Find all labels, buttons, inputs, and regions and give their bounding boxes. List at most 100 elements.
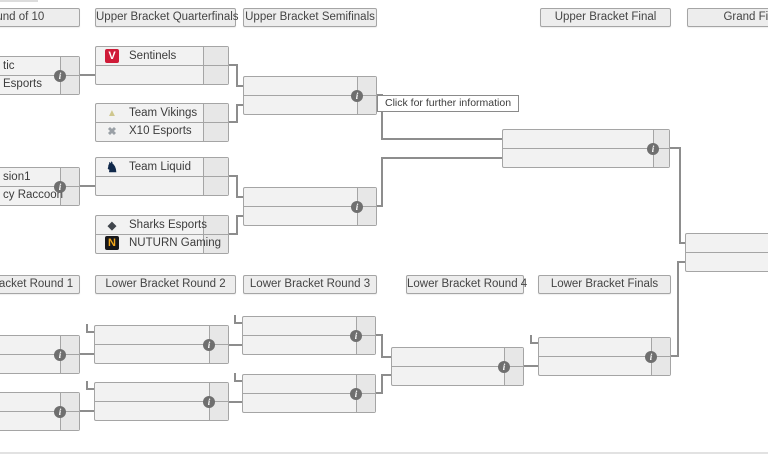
team-name[interactable]: tic — [3, 60, 15, 72]
header-upper-bracket-quarterfinals: Upper Bracket Quarterfinals — [95, 8, 239, 27]
info-icon[interactable]: i — [54, 406, 66, 418]
header-lower-bracket-round-2: Lower Bracket Round 2 — [95, 275, 236, 294]
match-lb-round1-2: i — [0, 392, 80, 431]
team-row: V Sentinels — [96, 47, 228, 65]
connector-line — [227, 233, 238, 235]
match-ub-semifinal-1: i — [243, 76, 377, 115]
match-lb-round2-2: i — [94, 382, 229, 421]
info-icon[interactable]: i — [498, 361, 510, 373]
header-lower-bracket-round-4: Lower Bracket Round 4 — [406, 275, 527, 294]
connector-line — [381, 374, 391, 376]
match-ub-quarterfinal-1: V Sentinels — [95, 46, 229, 85]
team-row: ▲ Team Vikings — [96, 104, 228, 122]
match-lb-round3-1: i — [242, 316, 376, 355]
match-ub-final: i — [502, 129, 670, 168]
info-icon[interactable]: i — [647, 143, 659, 155]
match-row-divider — [686, 252, 768, 253]
connector-line — [677, 261, 685, 263]
match-row-divider — [96, 65, 228, 66]
connector-line — [234, 315, 236, 324]
section-divider — [0, 452, 768, 454]
team-row: tic — [0, 57, 79, 75]
match-lb-finals: i — [538, 337, 671, 376]
match-row-divider — [0, 75, 79, 76]
match-ub-quarterfinal-2: ▲ Team Vikings ✖X10 Esports — [95, 103, 229, 142]
team-row — [686, 252, 768, 270]
match-row-divider — [0, 354, 79, 355]
match-row-divider — [244, 206, 376, 207]
connector-line — [381, 334, 383, 358]
header-upper-bracket-final: Upper Bracket Final — [540, 8, 671, 27]
connector-line — [381, 138, 502, 140]
header-lower-bracket-finals: Lower Bracket Finals — [538, 275, 671, 294]
connector-line — [234, 322, 242, 324]
match-row-divider — [243, 335, 375, 336]
match-ub-semifinal-2: i — [243, 187, 377, 226]
info-icon[interactable]: i — [54, 70, 66, 82]
team-name[interactable]: Sentinels — [129, 50, 177, 62]
viewport-edge-fragment — [0, 0, 38, 2]
sentinels-logo-icon: V — [105, 49, 119, 63]
info-icon[interactable]: i — [351, 201, 363, 213]
team-name[interactable]: NUTURN Gaming — [129, 237, 222, 249]
team-vikings-logo-icon: ▲ — [107, 107, 117, 119]
match-row-divider — [503, 148, 669, 149]
match-row-divider — [392, 366, 523, 367]
connector-line — [236, 104, 243, 106]
header-upper-bracket-semifinals: Upper Bracket Semifinals — [243, 8, 377, 27]
match-lb-round2-1: i — [94, 325, 229, 364]
connector-line — [679, 242, 685, 244]
team-row: sion1 — [0, 168, 79, 186]
info-icon[interactable]: i — [203, 339, 215, 351]
match-row-divider — [95, 401, 228, 402]
tooltip: Click for further information — [377, 95, 520, 112]
info-icon[interactable]: i — [350, 388, 362, 400]
match-row-divider — [244, 95, 376, 96]
team-name[interactable]: Sharks Esports — [129, 219, 207, 231]
connector-line — [381, 356, 391, 358]
team-name[interactable]: Team Vikings — [129, 107, 198, 119]
nuturn-gaming-logo-icon: N — [105, 236, 119, 250]
match-row-divider — [243, 393, 375, 394]
header-lower-bracket-round-1: Lower Bracket Round 1 — [0, 275, 80, 294]
connector-line — [381, 157, 383, 207]
connector-line — [530, 335, 532, 344]
match-ub-quarterfinal-3: ♞Team Liquid — [95, 157, 229, 196]
team-name[interactable]: Esports — [3, 78, 42, 90]
match-row-divider — [96, 122, 228, 123]
connector-line — [530, 342, 538, 344]
team-row — [503, 148, 669, 166]
connector-line — [227, 121, 238, 123]
info-icon[interactable]: i — [645, 351, 657, 363]
team-row: cy Raccoon — [0, 186, 79, 204]
info-icon[interactable]: i — [350, 330, 362, 342]
info-icon[interactable]: i — [54, 349, 66, 361]
connector-line — [236, 85, 243, 87]
connector-line — [86, 324, 88, 333]
connector-line — [86, 381, 88, 390]
match-lb-round1-1: i — [0, 335, 80, 374]
match-lb-round3-2: i — [242, 374, 376, 413]
team-row: Esports — [0, 75, 79, 93]
team-row: ✖X10 Esports — [96, 122, 228, 140]
connector-line — [236, 104, 238, 123]
info-icon[interactable]: i — [54, 181, 66, 193]
team-name[interactable]: sion1 — [3, 171, 31, 183]
team-row — [686, 234, 768, 252]
connector-line — [236, 64, 238, 87]
info-icon[interactable]: i — [351, 90, 363, 102]
connector-line — [236, 215, 243, 217]
match-row-divider — [0, 411, 79, 412]
match-row-divider — [0, 186, 79, 187]
team-name[interactable]: X10 Esports — [129, 125, 192, 137]
team-row: ◆Sharks Esports — [96, 216, 228, 234]
team-name[interactable]: Team Liquid — [129, 161, 192, 173]
connector-line — [236, 175, 238, 198]
info-icon[interactable]: i — [203, 396, 215, 408]
header-grand-final: Grand Final — [687, 8, 768, 27]
match-row-divider — [96, 176, 228, 177]
team-name[interactable]: cy Raccoon — [3, 189, 64, 201]
